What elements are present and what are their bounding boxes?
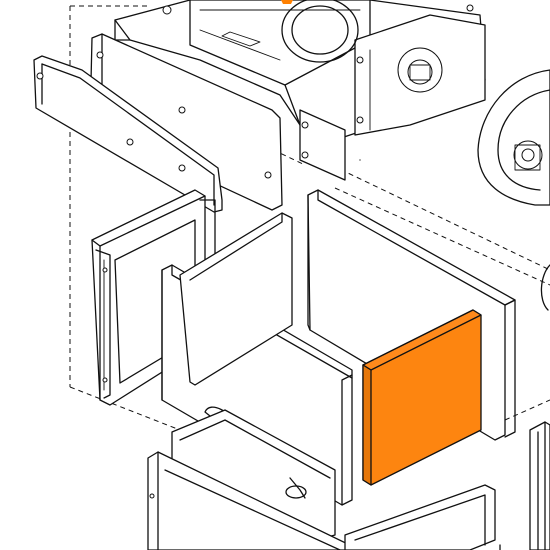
bottom-right-frame: [344, 484, 501, 550]
bottom-door-frame: [147, 451, 361, 550]
orange-detail-mark: [281, 0, 293, 4]
right-edge-door-strip: [529, 421, 550, 550]
angled-trim-panel: [33, 55, 223, 213]
inner-divider-panel: [179, 212, 293, 386]
side-insulation-panel: [362, 309, 482, 486]
top-housing-frame: [114, 0, 486, 161]
top-frame-rear-plate: [299, 109, 346, 181]
blower-fan-housing: [477, 69, 550, 311]
